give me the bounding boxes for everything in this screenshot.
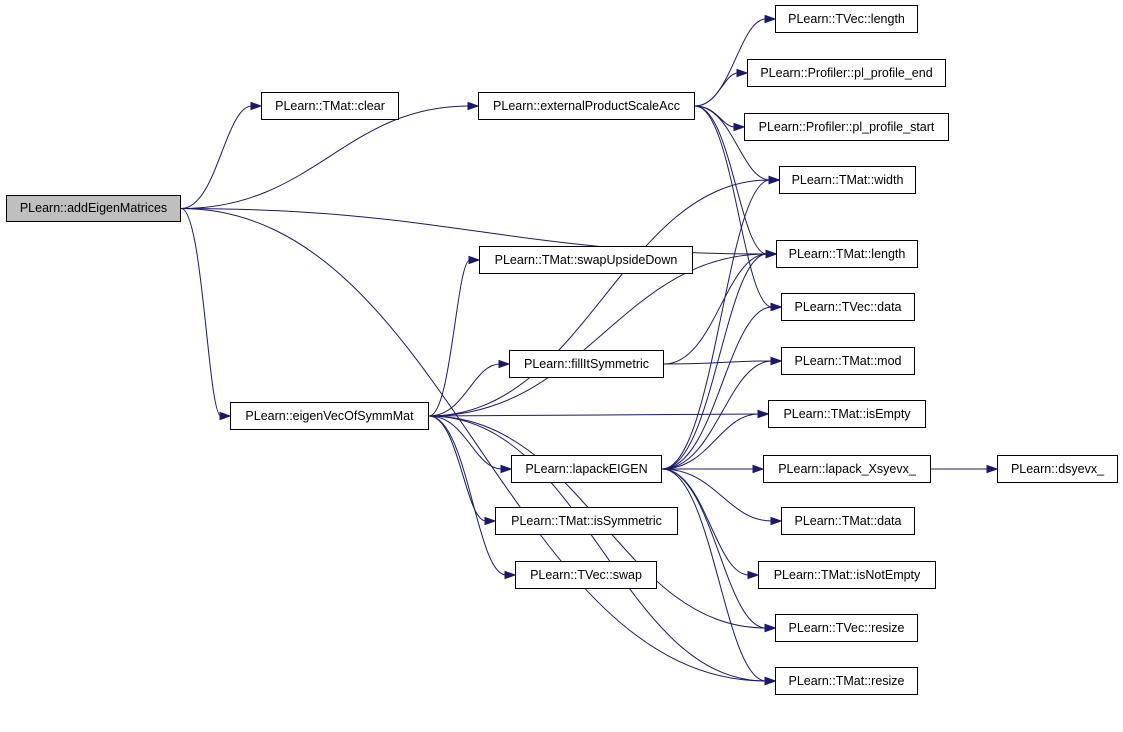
edge-arrowhead [736, 68, 749, 78]
node-tvec-data[interactable]: PLearn::TVec::data [781, 293, 915, 321]
edge-arrowhead [500, 464, 513, 474]
edge-lapackEIGEN-to-tmat_data [661, 468, 773, 522]
node-tvec-length[interactable]: PLearn::TVec::length [775, 5, 918, 33]
edge-arrowhead [504, 570, 517, 580]
edge-addEigenMatrices-to-tmat_resize [180, 208, 767, 682]
edge-arrowhead [752, 464, 765, 474]
edge-arrowhead [768, 175, 781, 185]
node-tmat-data[interactable]: PLearn::TMat::data [781, 507, 915, 535]
edge-eigenVecOfSymmMat-to-tmat_length [428, 253, 768, 417]
edge-lapackEIGEN-to-tmat_isEmpty [661, 413, 760, 470]
edge-eigenVecOfSymmMat-to-tvec_swap [428, 415, 507, 576]
node-tmat-length[interactable]: PLearn::TMat::length [776, 240, 918, 268]
edge-arrowhead [765, 249, 778, 259]
edge-lapackEIGEN-to-tvec_resize [661, 468, 767, 629]
node-tmat-resize[interactable]: PLearn::TMat::resize [775, 667, 918, 695]
node-tmat-mod[interactable]: PLearn::TMat::mod [781, 347, 915, 375]
node-lapack-Xsyevx[interactable]: PLearn::lapack_Xsyevx_ [763, 455, 931, 483]
edge-arrowhead [467, 101, 480, 111]
edge-arrowhead [764, 676, 777, 686]
edge-externalProductScaleAcc-to-tmat_length [694, 105, 768, 255]
edge-arrowhead [986, 464, 999, 474]
edge-arrowhead [219, 411, 232, 421]
edge-arrowhead [764, 623, 777, 633]
edge-arrowhead [757, 409, 770, 419]
edge-lapackEIGEN-to-tvec_data [661, 306, 773, 470]
edge-eigenVecOfSymmMat-to-fillItSymmetric [428, 363, 501, 417]
edge-externalProductScaleAcc-to-tmat_width [694, 105, 771, 181]
node-externalProductScaleAcc[interactable]: PLearn::externalProductScaleAcc [478, 92, 695, 120]
node-dsyevx[interactable]: PLearn::dsyevx_ [997, 455, 1118, 483]
edge-fillItSymmetric-to-tmat_mod [663, 360, 773, 365]
edge-arrowhead [733, 122, 746, 132]
edge-arrowhead [770, 516, 783, 526]
edge-addEigenMatrices-to-externalProductScaleAcc [180, 105, 470, 209]
edge-externalProductScaleAcc-to-tvec_data [694, 105, 773, 308]
node-tmat-clear[interactable]: PLearn::TMat::clear [261, 92, 399, 120]
edge-fillItSymmetric-to-tmat_length [663, 253, 768, 365]
node-pl-profile-end[interactable]: PLearn::Profiler::pl_profile_end [747, 59, 946, 87]
edge-eigenVecOfSymmMat-to-tmat_resize [428, 415, 767, 682]
edge-arrowhead [498, 359, 511, 369]
edge-arrowhead [468, 255, 481, 265]
edge-externalProductScaleAcc-to-pl_profile_end [694, 72, 739, 107]
edge-eigenVecOfSymmMat-to-tmat_width [428, 179, 771, 417]
node-fillItSymmetric[interactable]: PLearn::fillItSymmetric [509, 350, 664, 378]
edge-arrowhead [747, 570, 760, 580]
node-tmat-isSymmetric[interactable]: PLearn::TMat::isSymmetric [495, 507, 678, 535]
edge-eigenVecOfSymmMat-to-lapackEIGEN [428, 415, 503, 470]
node-tmat-isNotEmpty[interactable]: PLearn::TMat::isNotEmpty [758, 561, 936, 589]
node-tmat-swapUpsideDown[interactable]: PLearn::TMat::swapUpsideDown [479, 246, 693, 274]
edge-arrowhead [770, 356, 783, 366]
edge-arrowhead [770, 302, 783, 312]
edge-addEigenMatrices-to-tmat_clear [180, 105, 253, 209]
node-lapackEIGEN[interactable]: PLearn::lapackEIGEN [511, 455, 662, 483]
edge-addEigenMatrices-to-eigenVecOfSymmMat [180, 208, 222, 417]
edge-eigenVecOfSymmMat-to-tmat_swapUpsideDown [428, 259, 471, 417]
edge-lapackEIGEN-to-tmat_mod [661, 360, 773, 470]
node-eigenVecOfSymmMat[interactable]: PLearn::eigenVecOfSymmMat [230, 402, 429, 430]
node-tvec-swap[interactable]: PLearn::TVec::swap [515, 561, 657, 589]
node-tvec-resize[interactable]: PLearn::TVec::resize [775, 614, 918, 642]
edge-arrowhead [484, 516, 497, 526]
edge-eigenVecOfSymmMat-to-tmat_isSymmetric [428, 415, 487, 522]
node-tmat-width[interactable]: PLearn::TMat::width [779, 166, 916, 194]
node-pl-profile-start[interactable]: PLearn::Profiler::pl_profile_start [744, 113, 949, 141]
edge-arrowhead [764, 14, 777, 24]
edge-lapackEIGEN-to-tmat_width [661, 179, 771, 470]
edge-arrowhead [250, 101, 263, 111]
edge-lapackEIGEN-to-tmat_length [661, 253, 768, 470]
node-tmat-isEmpty[interactable]: PLearn::TMat::isEmpty [768, 400, 926, 428]
edge-eigenVecOfSymmMat-to-tmat_isEmpty [428, 413, 760, 417]
node-addEigenMatrices[interactable]: PLearn::addEigenMatrices [6, 195, 181, 222]
edge-lapackEIGEN-to-tmat_resize [661, 468, 767, 682]
